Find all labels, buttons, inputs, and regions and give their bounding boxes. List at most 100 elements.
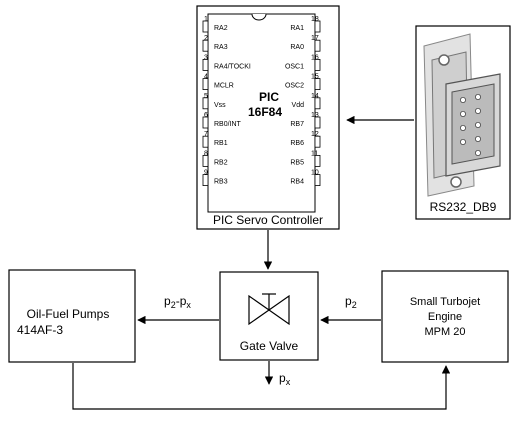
pin-label: RA4/TOCKI bbox=[214, 63, 251, 70]
pic-name-line1: PIC bbox=[259, 90, 279, 104]
turbojet-engine-block: Small Turbojet Engine MPM 20 bbox=[381, 270, 509, 363]
rs232-caption: RS232_DB9 bbox=[430, 200, 497, 214]
pin-stub bbox=[314, 39, 321, 52]
pin-number: 15 bbox=[311, 74, 319, 81]
pin-number: 13 bbox=[311, 112, 319, 119]
pin-stub bbox=[202, 59, 209, 71]
pin-label: RB5 bbox=[290, 159, 304, 166]
label-p2-minus-px: p2-px bbox=[164, 294, 191, 310]
pin-number: 12 bbox=[311, 131, 319, 138]
pin-stub bbox=[314, 174, 321, 187]
gate-valve-block: Gate Valve bbox=[219, 271, 319, 361]
pin-stub bbox=[202, 78, 209, 90]
pin-stub bbox=[314, 154, 321, 167]
label-px: px bbox=[279, 371, 291, 387]
pin-stub bbox=[202, 97, 209, 110]
engine-label-line2: Engine bbox=[428, 311, 462, 323]
engine-frame bbox=[381, 270, 509, 363]
pin-label: RB6 bbox=[290, 140, 304, 147]
pumps-label-line2: 414AF-3 bbox=[17, 323, 63, 337]
pin-label: RB4 bbox=[290, 179, 304, 186]
valve-symbol bbox=[248, 293, 290, 326]
pin-stub bbox=[314, 78, 321, 90]
pin-label: RB2 bbox=[214, 159, 228, 166]
pin-number: 8 bbox=[204, 150, 208, 157]
pin-number: 17 bbox=[311, 35, 319, 42]
engine-label-line3: MPM 20 bbox=[425, 326, 466, 338]
pin-stub bbox=[314, 59, 321, 71]
pin-stub bbox=[202, 116, 209, 129]
pin-number: 11 bbox=[311, 150, 318, 157]
pin-stub bbox=[202, 39, 209, 52]
pin-number: 14 bbox=[311, 93, 319, 100]
db9-connector-image bbox=[423, 33, 501, 197]
engine-label-line1: Small Turbojet bbox=[410, 296, 480, 308]
pin-label: Vdd bbox=[292, 102, 305, 109]
pin-stub bbox=[314, 135, 321, 148]
pin-label: Vss bbox=[214, 102, 226, 109]
pin-number: 5 bbox=[204, 93, 208, 100]
pumps-label-line1: Oil-Fuel Pumps bbox=[27, 307, 110, 321]
pin-stub bbox=[202, 174, 209, 187]
pin-stub bbox=[202, 20, 209, 33]
pin-number: 18 bbox=[311, 16, 319, 23]
pin-label: RA2 bbox=[214, 25, 228, 32]
pic-caption: PIC Servo Controller bbox=[213, 213, 323, 227]
pin-number: 10 bbox=[311, 170, 319, 177]
pin-number: 6 bbox=[204, 112, 208, 119]
pin-stub bbox=[202, 135, 209, 148]
valve-frame bbox=[219, 271, 319, 361]
pumps-frame bbox=[8, 269, 136, 363]
pin-number: 4 bbox=[204, 74, 208, 81]
pic-name-line2: 16F84 bbox=[248, 105, 282, 119]
pin-number: 7 bbox=[204, 131, 208, 138]
pin-label: RB0/INT bbox=[214, 121, 242, 128]
pin-stub bbox=[202, 154, 209, 167]
pin-number: 2 bbox=[204, 35, 208, 42]
pin-label: OSC1 bbox=[285, 63, 304, 70]
pin-number: 1 bbox=[204, 16, 208, 23]
pin-label: RB1 bbox=[214, 140, 228, 147]
pin-label: RA3 bbox=[214, 44, 228, 51]
pin-stub bbox=[314, 20, 321, 33]
pin-number: 3 bbox=[204, 54, 208, 61]
pin-number: 9 bbox=[204, 170, 208, 177]
oil-fuel-pumps-block: Oil-Fuel Pumps 414AF-3 bbox=[8, 269, 136, 363]
pin-label: RA0 bbox=[290, 44, 304, 51]
pin-stub bbox=[314, 116, 321, 129]
valve-caption: Gate Valve bbox=[240, 339, 299, 353]
pin-label: RB3 bbox=[214, 179, 228, 186]
pic-chip-body bbox=[207, 13, 316, 213]
label-p2: p2 bbox=[345, 294, 357, 310]
pin-label: RB7 bbox=[290, 121, 304, 128]
arrow-pumps-to-engine bbox=[72, 363, 451, 410]
pic-right-pins: 18RA117RA016OSC115OSC214Vdd13RB712RB611R… bbox=[285, 16, 321, 187]
pic-notch bbox=[251, 13, 267, 21]
rs232-block: RS232_DB9 bbox=[415, 25, 511, 220]
pin-label: MCLR bbox=[214, 83, 234, 90]
pin-stub bbox=[314, 97, 321, 110]
pin-label: OSC2 bbox=[285, 83, 304, 90]
